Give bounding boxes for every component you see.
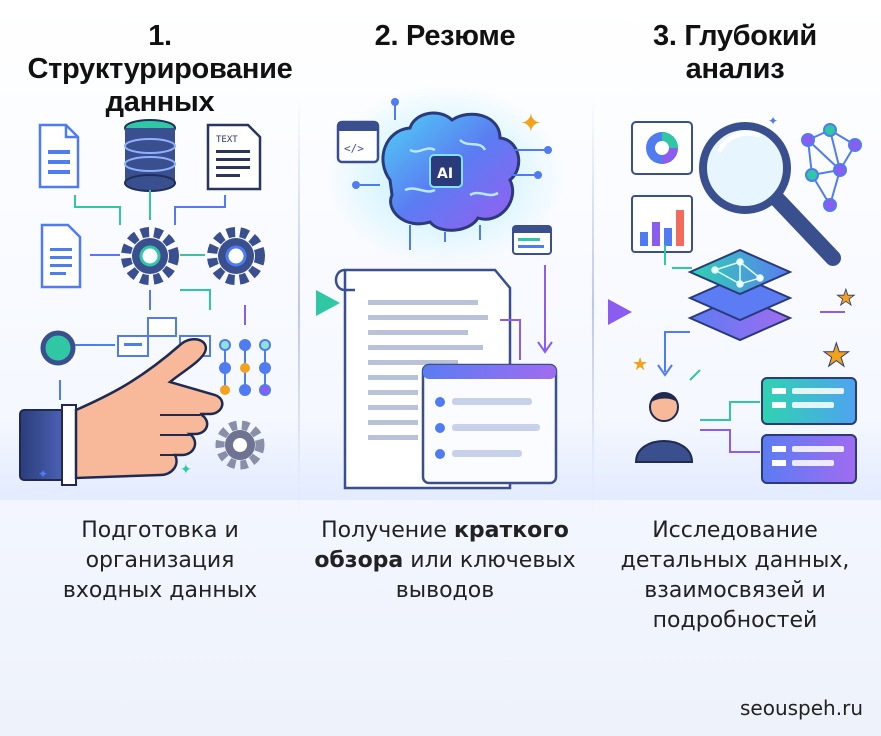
column-1-title: 1. Структурирование данных — [15, 20, 305, 119]
node-icon — [40, 330, 115, 366]
layer-stack-icon — [687, 248, 793, 342]
column-1-description: Подготовка и организация входных данных — [15, 516, 305, 606]
column-3-desc-line3: взаимосвязей и — [644, 578, 826, 603]
arrow-right-icon — [265, 290, 340, 316]
gear-icon-3 — [215, 420, 265, 470]
code-window-icon: </> — [336, 120, 380, 164]
column-3-title-line2: анализ — [685, 53, 785, 85]
column-3-description: Исследование детальных данных, взаимосвя… — [590, 516, 880, 636]
gear-icon-2 — [207, 227, 265, 285]
column-1-desc-line3: входных данных — [62, 578, 258, 603]
brain-connectors — [352, 98, 552, 250]
column-2-desc-post: или ключевых — [403, 548, 576, 573]
column-3-desc-line2: детальных данных, — [620, 548, 850, 573]
insight-card-2 — [761, 434, 857, 484]
column-3-desc-line1: Исследование — [652, 518, 818, 543]
star-icon-2: ★ — [822, 337, 851, 373]
sparkle-icon-3: ✦ — [768, 114, 778, 128]
column-2-description: Получение краткого обзора или ключевых в… — [300, 516, 590, 606]
text-file-icon: TEXT — [206, 123, 262, 191]
sparkle-icon: ✦ — [180, 461, 192, 477]
bar-chart-card-icon — [631, 195, 693, 253]
user-avatar-icon — [634, 392, 694, 463]
text-file-label: TEXT — [216, 135, 238, 145]
brain-icon: AI — [381, 111, 521, 232]
column-2-desc-line2: обзора или ключевых — [300, 546, 590, 576]
code-label: </> — [344, 142, 364, 155]
arrow-right-icon-2 — [557, 299, 632, 325]
gear-icon — [121, 227, 179, 285]
column-3-connectors — [657, 245, 845, 453]
column-2-desc-line1: Получение краткого — [300, 516, 590, 546]
paper-connectors — [500, 265, 553, 360]
pie-chart-card-icon — [631, 121, 693, 175]
column-3-desc-line4: подробностей — [652, 608, 818, 633]
tree-nodes-icon — [219, 339, 271, 396]
column-3-title-line1: 3. Глубокий — [653, 20, 817, 52]
pointing-hand-icon — [19, 337, 224, 486]
column-2-title-line1: 2. Резюме — [374, 20, 516, 52]
column-1-desc-line1: Подготовка и — [81, 518, 239, 543]
insight-card-1 — [761, 377, 857, 425]
column-1-desc-line2: организация — [85, 548, 235, 573]
column-3-title: 3. Глубокий анализ — [590, 20, 880, 86]
column-1-title-line1: 1. Структурирование — [27, 20, 293, 85]
column-2-desc-pre: Получение — [321, 518, 454, 543]
sparkle-icon-2: ✦ — [38, 467, 48, 481]
network-graph-icon — [801, 123, 862, 212]
column-2-desc-line3: выводов — [395, 578, 495, 603]
watermark: seouspeh.ru — [740, 696, 863, 720]
star-sparkle-icon: ✦ — [520, 108, 542, 138]
document-icon-2 — [40, 223, 82, 289]
summary-list-window — [421, 363, 558, 485]
star-icon: ★ — [836, 285, 856, 310]
ai-chip-label: AI — [437, 166, 453, 182]
column-1-title-line2: данных — [105, 86, 215, 118]
divider-right — [592, 95, 594, 515]
star-icon-3: ★ — [632, 354, 648, 374]
document-icon — [38, 123, 80, 189]
column-2-title: 2. Резюме — [300, 20, 590, 53]
column-2-desc-bold-2: обзора — [314, 548, 404, 573]
database-icon — [124, 119, 176, 192]
column-1-connectors — [59, 190, 246, 400]
column-2-desc-bold-1: краткого — [453, 518, 569, 543]
code-list-icon — [512, 225, 552, 255]
magnifier-icon — [699, 122, 841, 266]
